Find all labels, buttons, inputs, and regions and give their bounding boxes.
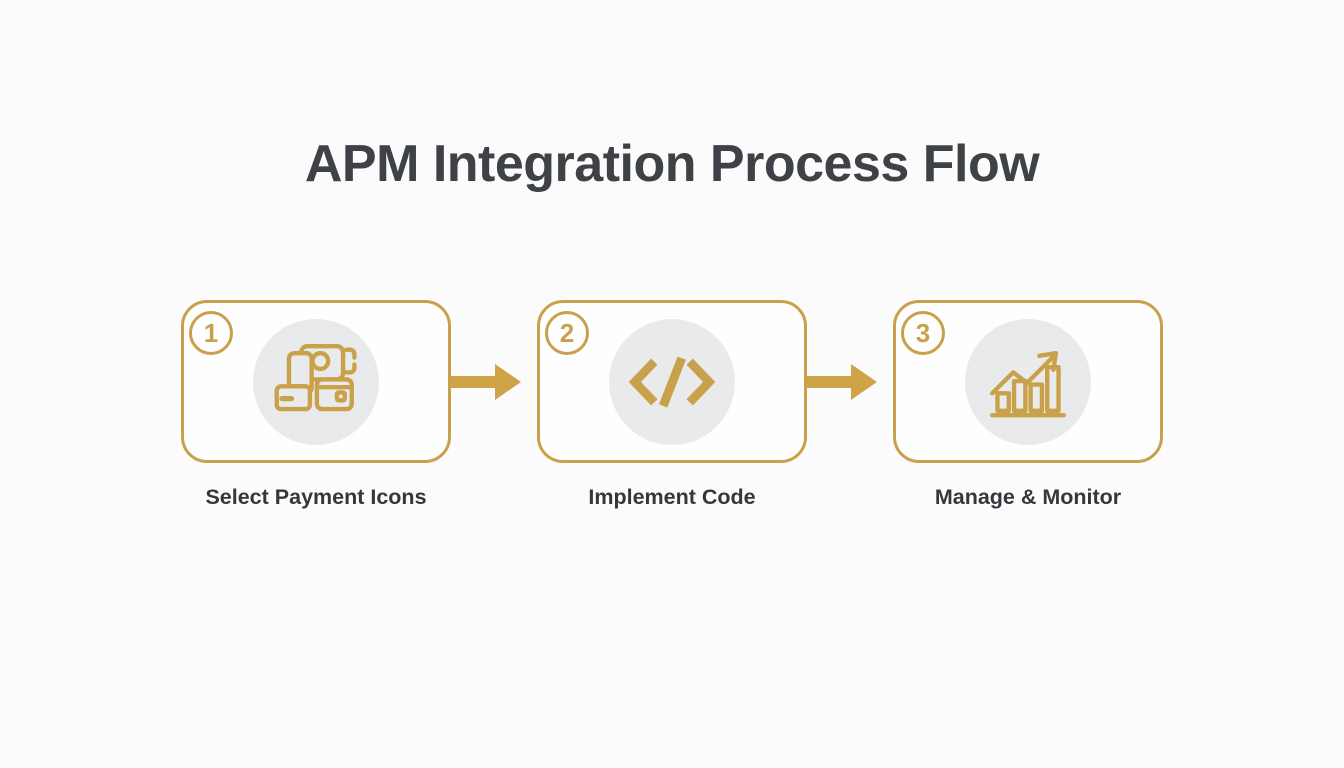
step-manage-monitor: 3 Manage & Monito (893, 300, 1163, 510)
step-1-label: Select Payment Icons (205, 485, 427, 509)
step-1-number-badge: 1 (189, 311, 233, 355)
page-title: APM Integration Process Flow (304, 135, 1040, 193)
step-implement-code: 2 Implement Code (537, 300, 807, 510)
process-flow: 1 (0, 300, 1344, 510)
step-3-number-badge: 3 (901, 311, 945, 355)
arrow-right-icon (807, 363, 877, 400)
step-2-number-badge: 2 (545, 311, 589, 355)
step-3-box: 3 (893, 300, 1163, 463)
payment-methods-icon (274, 343, 357, 411)
connector-2 (807, 300, 893, 463)
step-3-label: Manage & Monitor (934, 485, 1122, 509)
step-2-icon-circle (609, 318, 735, 445)
bar-chart-growth-icon (990, 350, 1066, 417)
step-1-box: 1 (181, 300, 451, 463)
step-3-icon-circle (965, 318, 1091, 445)
step-2-label: Implement Code (588, 485, 756, 509)
step-select-payment-icons: 1 (181, 300, 451, 510)
connector-1 (451, 300, 537, 463)
step-1-icon-circle (253, 318, 379, 445)
arrow-right-icon (451, 363, 521, 400)
code-icon (628, 356, 716, 407)
step-2-box: 2 (537, 300, 807, 463)
